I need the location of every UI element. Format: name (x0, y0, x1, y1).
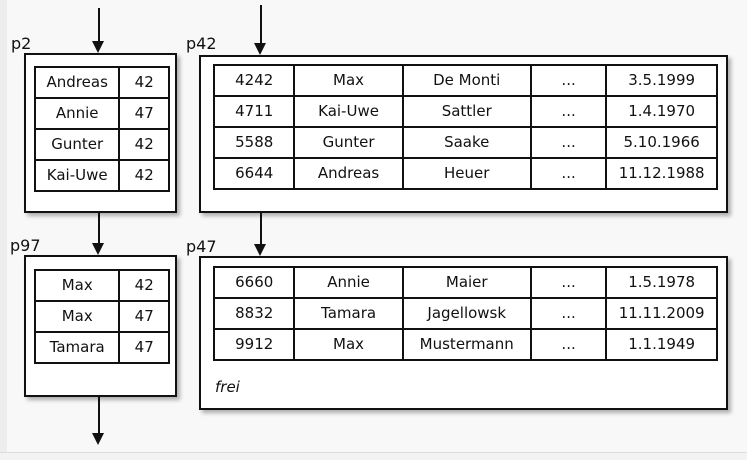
table-cell: ... (529, 157, 608, 190)
table-cell: ... (529, 126, 608, 159)
table-cell: 47 (118, 300, 170, 333)
table-cell: Tamara (293, 297, 404, 330)
page-label-p47: p47 (186, 237, 217, 256)
table-cell: Sattler (401, 95, 532, 128)
arrow-head-icon (254, 43, 266, 55)
table-cell: 42 (118, 159, 170, 192)
table-cell: ... (529, 328, 608, 361)
table-cell: Kai-Uwe (293, 95, 404, 128)
table-cell: 6644 (212, 157, 296, 190)
table-cell: 6660 (212, 266, 296, 299)
table-cell: ... (529, 95, 608, 128)
table-cell: Max (293, 328, 404, 361)
arrow-shaft (97, 213, 100, 246)
table-cell: 42 (118, 66, 170, 99)
table-cell: Andreas (33, 66, 121, 99)
arrow-head-icon (92, 433, 104, 445)
table-cell: Max (293, 64, 404, 97)
table-cell: 11.11.2009 (605, 297, 718, 330)
table-cell: Annie (293, 266, 404, 299)
table-cell: 4242 (212, 64, 296, 97)
arrow-shaft (97, 8, 100, 44)
table-cell: 8832 (212, 297, 296, 330)
table-cell: 9912 (212, 328, 296, 361)
table-cell: 5588 (212, 126, 296, 159)
table-cell: 42 (118, 269, 170, 302)
arrow-head-icon (92, 41, 104, 53)
table-cell: Gunter (33, 128, 121, 161)
table-cell: Tamara (33, 331, 121, 364)
table-cell: Gunter (293, 126, 404, 159)
page-label-p42: p42 (186, 34, 217, 53)
arrow-shaft (259, 213, 262, 247)
table-cell: 1.1.1949 (605, 328, 718, 361)
table-cell: ... (529, 64, 608, 97)
arrow-head-icon (92, 243, 104, 255)
table-cell: ... (529, 297, 608, 330)
table-cell: Heuer (401, 157, 532, 190)
arrow-head-icon (254, 244, 266, 256)
table-cell: 5.10.1966 (605, 126, 718, 159)
arrow-into-p42 (254, 5, 267, 55)
page-label-p97: p97 (10, 236, 41, 255)
arrow-p2-to-p97 (92, 213, 105, 255)
table-cell: 47 (118, 331, 170, 364)
table-cell: Jagellowsk (401, 297, 532, 330)
table-cell: Mustermann (401, 328, 532, 361)
table-cell: Kai-Uwe (33, 159, 121, 192)
table-cell: Annie (33, 97, 121, 130)
table-cell: 11.12.1988 (605, 157, 718, 190)
table-cell: Saake (401, 126, 532, 159)
table-cell: Max (33, 300, 121, 333)
bottom-margin-strip (0, 452, 747, 460)
table-cell: Max (33, 269, 121, 302)
table-cell: Maier (401, 266, 532, 299)
table-cell: 4711 (212, 95, 296, 128)
table-cell: 3.5.1999 (605, 64, 718, 97)
arrow-into-p2 (92, 8, 105, 53)
free-space-label: frei (215, 378, 240, 396)
arrow-shaft (259, 5, 262, 46)
left-margin-strip (0, 0, 7, 452)
table-cell: 1.4.1970 (605, 95, 718, 128)
arrow-out-of-p97 (92, 397, 105, 445)
arrow-shaft (97, 397, 100, 436)
table-cell: De Monti (401, 64, 532, 97)
table-cell: 1.5.1978 (605, 266, 718, 299)
table-cell: 42 (118, 128, 170, 161)
table-cell: ... (529, 266, 608, 299)
page-label-p2: p2 (11, 34, 32, 53)
arrow-p42-to-p47 (254, 213, 267, 256)
table-cell: 47 (118, 97, 170, 130)
table-cell: Andreas (293, 157, 404, 190)
